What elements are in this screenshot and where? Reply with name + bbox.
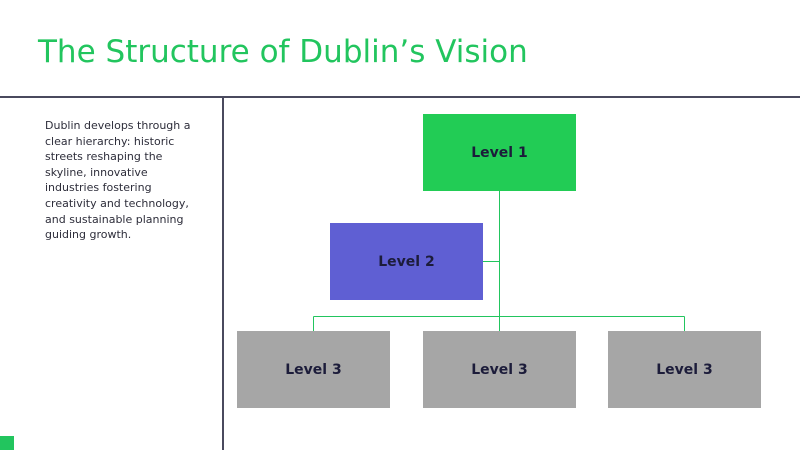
- level3-box-left: Level 3: [237, 331, 390, 408]
- level1-label: Level 1: [471, 144, 528, 161]
- title-divider: [0, 96, 800, 98]
- level3-box-center: Level 3: [423, 331, 576, 408]
- slide-title: The Structure of Dublin’s Vision: [38, 34, 528, 70]
- level3-label: Level 3: [471, 361, 528, 378]
- column-divider: [222, 98, 224, 450]
- level3-box-right: Level 3: [608, 331, 761, 408]
- level2-box: Level 2: [330, 223, 483, 300]
- level1-box: Level 1: [423, 114, 576, 191]
- level2-label: Level 2: [378, 253, 435, 270]
- level3-label: Level 3: [656, 361, 713, 378]
- level3-label: Level 3: [285, 361, 342, 378]
- description-text: Dublin develops through a clear hierarch…: [45, 119, 191, 242]
- corner-accent-mark: [0, 436, 14, 450]
